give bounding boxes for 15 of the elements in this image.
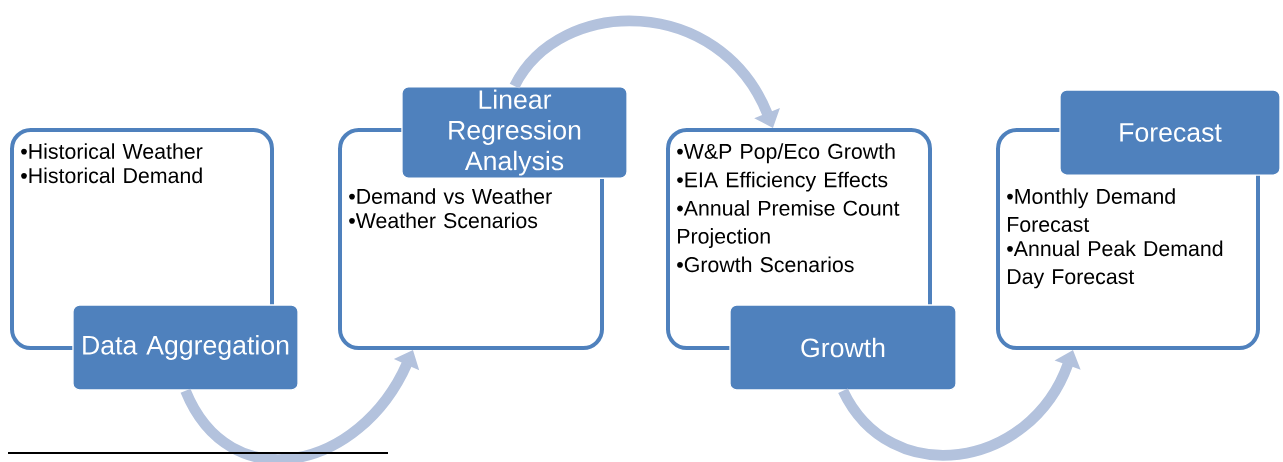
bullet-text: •Demand vs Weather [349, 188, 552, 204]
bullet-text: •Annual Premise Count Projection [677, 200, 900, 248]
bullet-text: •Monthly Demand Forecast [1007, 188, 1175, 232]
bullet-text: •W&P Pop/Eco Growth [677, 143, 895, 164]
bullet-text: •Weather Scenarios [349, 212, 538, 229]
curved-arrow [510, 15, 780, 128]
bullet-text: •Growth Scenarios [677, 256, 854, 273]
stage-box: Growth [729, 304, 957, 391]
stage-box: Data Aggregation [72, 304, 299, 391]
bullet-text: •Historical Weather [21, 143, 203, 159]
stage-box: Linear Regression Analysis [401, 86, 628, 179]
bullet-text: •Historical Demand [21, 167, 202, 184]
bullet-text: •Annual Peak Demand Day Forecast [1007, 240, 1223, 289]
stage-box: Forecast [1059, 89, 1281, 176]
bullet-text: •EIA Efficiency Effects [677, 171, 888, 192]
